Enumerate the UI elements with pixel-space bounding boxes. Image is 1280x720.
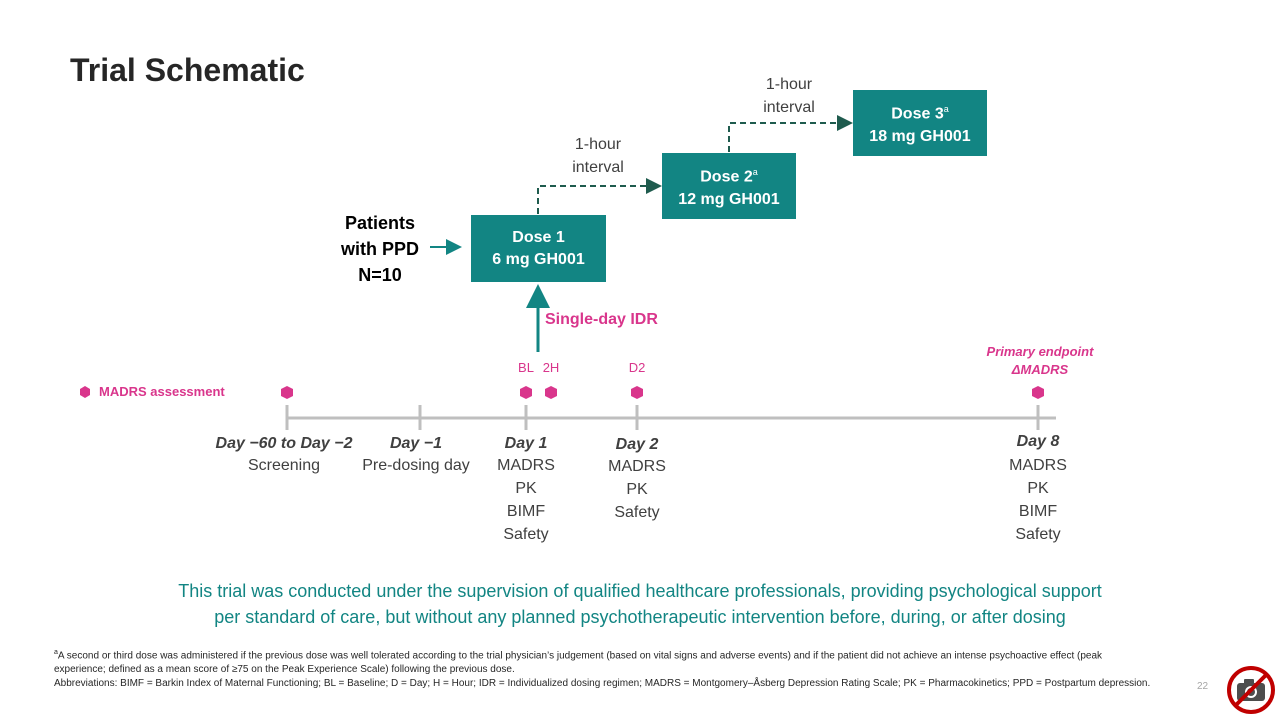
timeline-day-2: Day 2 MADRS PK Safety [608,436,666,521]
timeline-day-screening: Day −60 to Day −2 Screening [215,435,353,474]
marker-label-2h: 2H [542,360,560,375]
timeline-day-1: Day 1 MADRS PK BIMF Safety [497,435,555,543]
page-title: Trial Schematic [70,52,305,88]
page-number: 22 [1197,681,1209,692]
interval-connector-2 [728,115,853,152]
interval-label-2: 1-hour interval [763,76,815,116]
interval-label-1: 1-hour interval [572,136,624,176]
dose-3-box: Dose 3a 18 mg GH001 [853,90,987,156]
madrs-marker-d2 [631,386,643,399]
no-camera-icon [1226,665,1276,715]
idr-label: Single-day IDR [545,311,658,328]
timeline-day-predosing: Day −1 Pre-dosing day [362,435,470,474]
dose-2-box: Dose 2a 12 mg GH001 [662,153,796,219]
madrs-marker-day8 [1032,386,1044,399]
madrs-marker-screening [281,386,293,399]
supervision-note: This trial was conducted under the super… [178,581,1102,627]
legend-label: MADRS assessment [99,384,225,399]
madrs-marker-legend [80,386,90,398]
patients-label: Patients with PPD N=10 [340,213,419,285]
madrs-marker-2h [545,386,557,399]
madrs-marker-bl [520,386,532,399]
dose-1-box: Dose 1 6 mg GH001 [471,215,606,282]
marker-label-bl: BL [518,360,534,375]
marker-label-d2: D2 [628,360,646,375]
primary-endpoint-label: Primary endpoint ΔMADRS [986,344,1094,377]
timeline-day-8: Day 8 MADRS PK BIMF Safety [1009,433,1067,543]
interval-connector-1 [537,178,662,214]
footnotes: aA second or third dose was administered… [54,649,1151,690]
